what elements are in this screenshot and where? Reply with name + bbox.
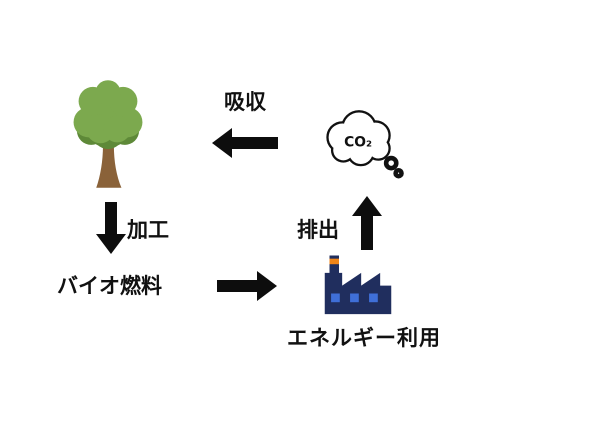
- tree-icon: [66, 80, 150, 198]
- up-arrow-icon: [352, 196, 382, 250]
- factory-windows: [331, 293, 378, 303]
- left-arrow-icon: [212, 128, 278, 158]
- process-label: 加工: [127, 218, 169, 242]
- biofuel-label: バイオ燃料: [57, 274, 162, 298]
- emit-label: 排出: [297, 218, 339, 242]
- co2-text: CO₂: [344, 135, 372, 151]
- right-arrow-icon: [217, 271, 277, 301]
- tree-foliage: [73, 80, 143, 144]
- down-arrow-icon: [96, 202, 126, 254]
- factory-body: [324, 255, 392, 315]
- energy-use-label: エネルギー利用: [287, 326, 441, 350]
- factory-icon: [320, 252, 396, 316]
- tree-trunk: [96, 145, 122, 188]
- factory-chimney-stripe: [329, 258, 339, 265]
- co2-cloud-icon: CO₂: [313, 98, 405, 184]
- cloud-fill: [328, 112, 389, 164]
- absorb-label: 吸収: [224, 90, 266, 114]
